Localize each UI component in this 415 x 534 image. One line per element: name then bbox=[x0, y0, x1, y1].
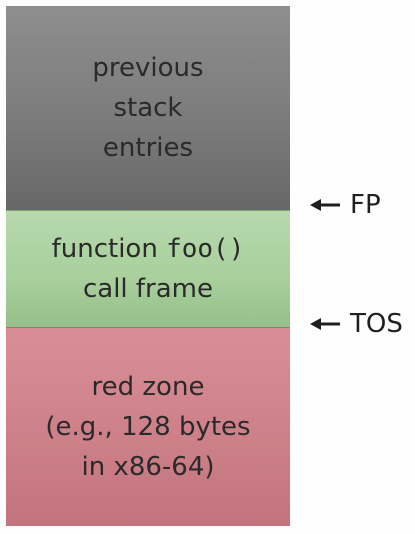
red-zone-label: red zone (e.g., 128 bytes in x86-64) bbox=[45, 367, 250, 487]
previous-stack-entries-block: previous stack entries bbox=[6, 6, 290, 210]
red-zone-block: red zone (e.g., 128 bytes in x86-64) bbox=[6, 327, 290, 526]
stack-column: previous stack entries function foo() ca… bbox=[6, 6, 290, 526]
function-name-code: foo() bbox=[166, 234, 245, 264]
previous-line-2: stack bbox=[113, 93, 183, 123]
previous-stack-entries-label: previous stack entries bbox=[92, 48, 203, 168]
red-zone-line-1: red zone bbox=[91, 372, 205, 402]
call-frame-line-1: function foo() bbox=[52, 229, 245, 269]
left-arrow-icon bbox=[310, 199, 340, 211]
call-frame-block: function foo() call frame bbox=[6, 210, 290, 327]
call-frame-line-2: call frame bbox=[82, 274, 214, 304]
call-frame-prefix: function bbox=[51, 234, 167, 264]
previous-line-3: entries bbox=[102, 133, 194, 163]
call-frame-label: function foo() call frame bbox=[52, 229, 245, 309]
frame-pointer-marker: FP bbox=[310, 190, 381, 220]
red-zone-line-2: (e.g., 128 bytes bbox=[45, 412, 251, 442]
previous-line-1: previous bbox=[92, 53, 204, 83]
top-of-stack-marker: TOS bbox=[310, 309, 403, 339]
frame-pointer-label: FP bbox=[350, 190, 381, 220]
left-arrow-icon bbox=[310, 318, 340, 330]
top-of-stack-label: TOS bbox=[350, 309, 403, 339]
red-zone-line-3: in x86-64) bbox=[81, 452, 215, 482]
